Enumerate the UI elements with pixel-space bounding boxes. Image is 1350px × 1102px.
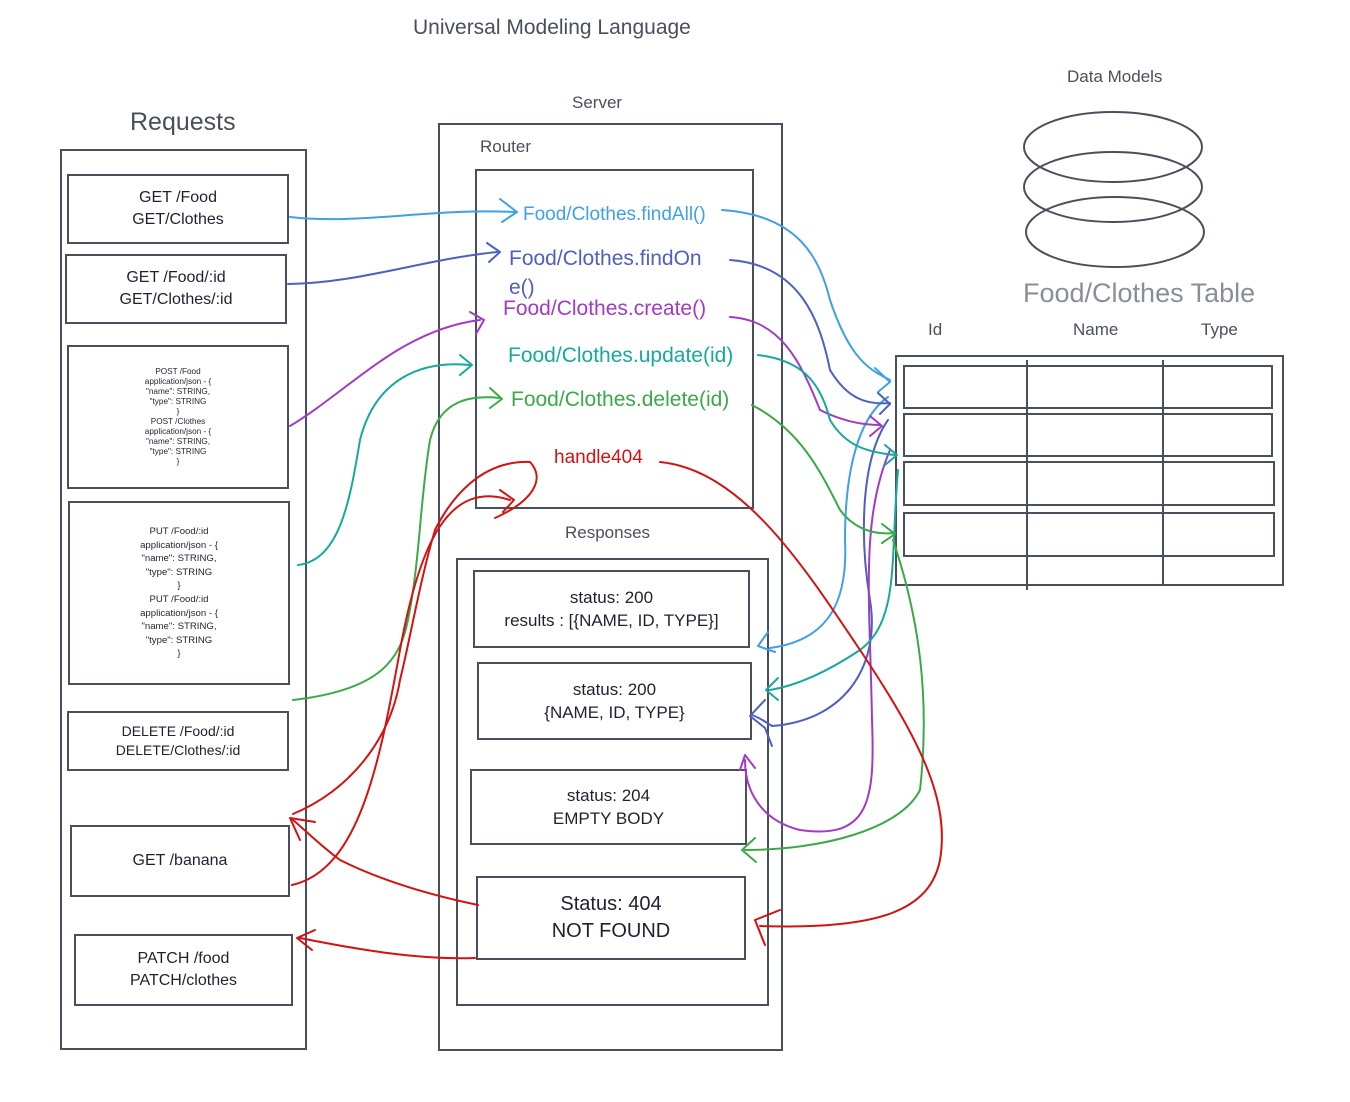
request-line: GET/Clothes/:id bbox=[119, 291, 233, 308]
requests-heading: Requests bbox=[130, 108, 236, 136]
find-all-connectors bbox=[289, 198, 891, 653]
request-line: "type": STRING bbox=[149, 397, 207, 406]
column-id: Id bbox=[928, 320, 943, 339]
server-panel bbox=[438, 123, 783, 1051]
request-line: GET /Food bbox=[139, 189, 217, 206]
request-line: } bbox=[176, 457, 180, 466]
table-row bbox=[903, 365, 1273, 409]
delete-connectors bbox=[292, 387, 925, 863]
request-line: } bbox=[177, 648, 181, 660]
route-delete: Food/Clothes.delete(id) bbox=[511, 388, 730, 411]
table-row bbox=[903, 413, 1273, 457]
request-get-all: GET /Food GET/Clothes bbox=[67, 174, 289, 244]
update-connectors bbox=[297, 354, 899, 701]
request-line: PUT /Food/:id bbox=[149, 594, 209, 605]
request-line: GET /banana bbox=[132, 852, 228, 869]
table-title: Food/Clothes Table bbox=[1023, 278, 1256, 308]
diagram-title: Universal Modeling Language bbox=[413, 16, 691, 39]
request-line: PATCH /food bbox=[137, 950, 230, 967]
request-line: "name": STRING, bbox=[145, 437, 211, 446]
route-find-one: Food/Clothes.findOn bbox=[509, 247, 702, 270]
request-get-one: GET /Food/:id GET/Clothes/:id bbox=[65, 254, 287, 324]
response-line: status: 200 bbox=[572, 680, 657, 699]
request-line: } bbox=[176, 407, 180, 416]
request-line: application/json - { bbox=[144, 427, 212, 436]
data-table bbox=[895, 355, 1284, 586]
response-line: EMPTY BODY bbox=[552, 809, 665, 828]
route-update: Food/Clothes.update(id) bbox=[508, 344, 734, 367]
response-200-single: status: 200 {NAME, ID, TYPE} bbox=[477, 662, 752, 740]
request-patch: PATCH /food PATCH/clothes bbox=[74, 934, 293, 1006]
request-line: "type": STRING bbox=[149, 447, 207, 456]
request-line: "name": STRING, bbox=[141, 621, 217, 633]
request-line: GET/Clothes bbox=[132, 211, 224, 228]
response-404: Status: 404 NOT FOUND bbox=[476, 876, 746, 960]
request-post: POST /Food application/json - { "name": … bbox=[67, 345, 289, 489]
column-name: Name bbox=[1073, 320, 1119, 339]
route-create: Food/Clothes.create() bbox=[503, 297, 707, 320]
request-line: POST /Clothes bbox=[150, 417, 206, 426]
response-line: NOT FOUND bbox=[551, 920, 671, 942]
request-line: "type": STRING bbox=[145, 566, 213, 578]
table-row bbox=[903, 461, 1275, 506]
request-line: } bbox=[177, 580, 181, 592]
response-line: status: 204 bbox=[566, 786, 651, 805]
responses-heading: Responses bbox=[565, 523, 651, 542]
response-200-list: status: 200 results : [{NAME, ID, TYPE}] bbox=[473, 570, 750, 648]
column-type: Type bbox=[1201, 320, 1238, 339]
request-line: "name": STRING, bbox=[145, 387, 211, 396]
requests-panel bbox=[60, 149, 307, 1050]
response-line: results : [{NAME, ID, TYPE}] bbox=[504, 611, 719, 630]
column-divider bbox=[1026, 360, 1028, 590]
server-heading: Server bbox=[572, 93, 623, 112]
column-divider bbox=[1162, 360, 1164, 585]
response-204: status: 204 EMPTY BODY bbox=[470, 769, 747, 845]
find-one-connectors bbox=[287, 242, 891, 747]
data-models-heading: Data Models bbox=[1067, 67, 1163, 86]
route-find-all: Food/Clothes.findAll() bbox=[523, 204, 706, 225]
request-line: "type": STRING bbox=[145, 634, 213, 646]
request-line: application/json - { bbox=[140, 607, 218, 619]
handle404-connectors bbox=[289, 460, 943, 960]
database-icon bbox=[1023, 111, 1205, 268]
response-line: {NAME, ID, TYPE} bbox=[544, 703, 685, 722]
response-line: status: 200 bbox=[569, 588, 654, 607]
route-handle404: handle404 bbox=[554, 447, 643, 468]
request-line: application/json - { bbox=[144, 377, 212, 386]
table-row bbox=[903, 512, 1275, 557]
response-line: Status: 404 bbox=[560, 893, 662, 915]
request-line: DELETE /Food/:id bbox=[121, 723, 235, 739]
request-line: "name": STRING, bbox=[141, 553, 217, 565]
request-line: POST /Food bbox=[155, 367, 201, 376]
request-put: PUT /Food/:id application/json - { "name… bbox=[68, 501, 290, 685]
request-get-banana: GET /banana bbox=[70, 825, 290, 897]
responses-panel bbox=[456, 558, 769, 1006]
route-find-one-wrap: e() bbox=[509, 276, 535, 299]
request-line: GET /Food/:id bbox=[126, 269, 226, 286]
router-panel bbox=[475, 169, 754, 509]
create-connectors bbox=[289, 311, 891, 833]
request-line: PATCH/clothes bbox=[130, 972, 237, 989]
request-line: application/json - { bbox=[140, 539, 218, 551]
request-delete: DELETE /Food/:id DELETE/Clothes/:id bbox=[67, 711, 289, 771]
request-line: DELETE/Clothes/:id bbox=[115, 742, 241, 758]
router-heading: Router bbox=[480, 137, 532, 156]
request-line: PUT /Food/:id bbox=[149, 526, 209, 538]
